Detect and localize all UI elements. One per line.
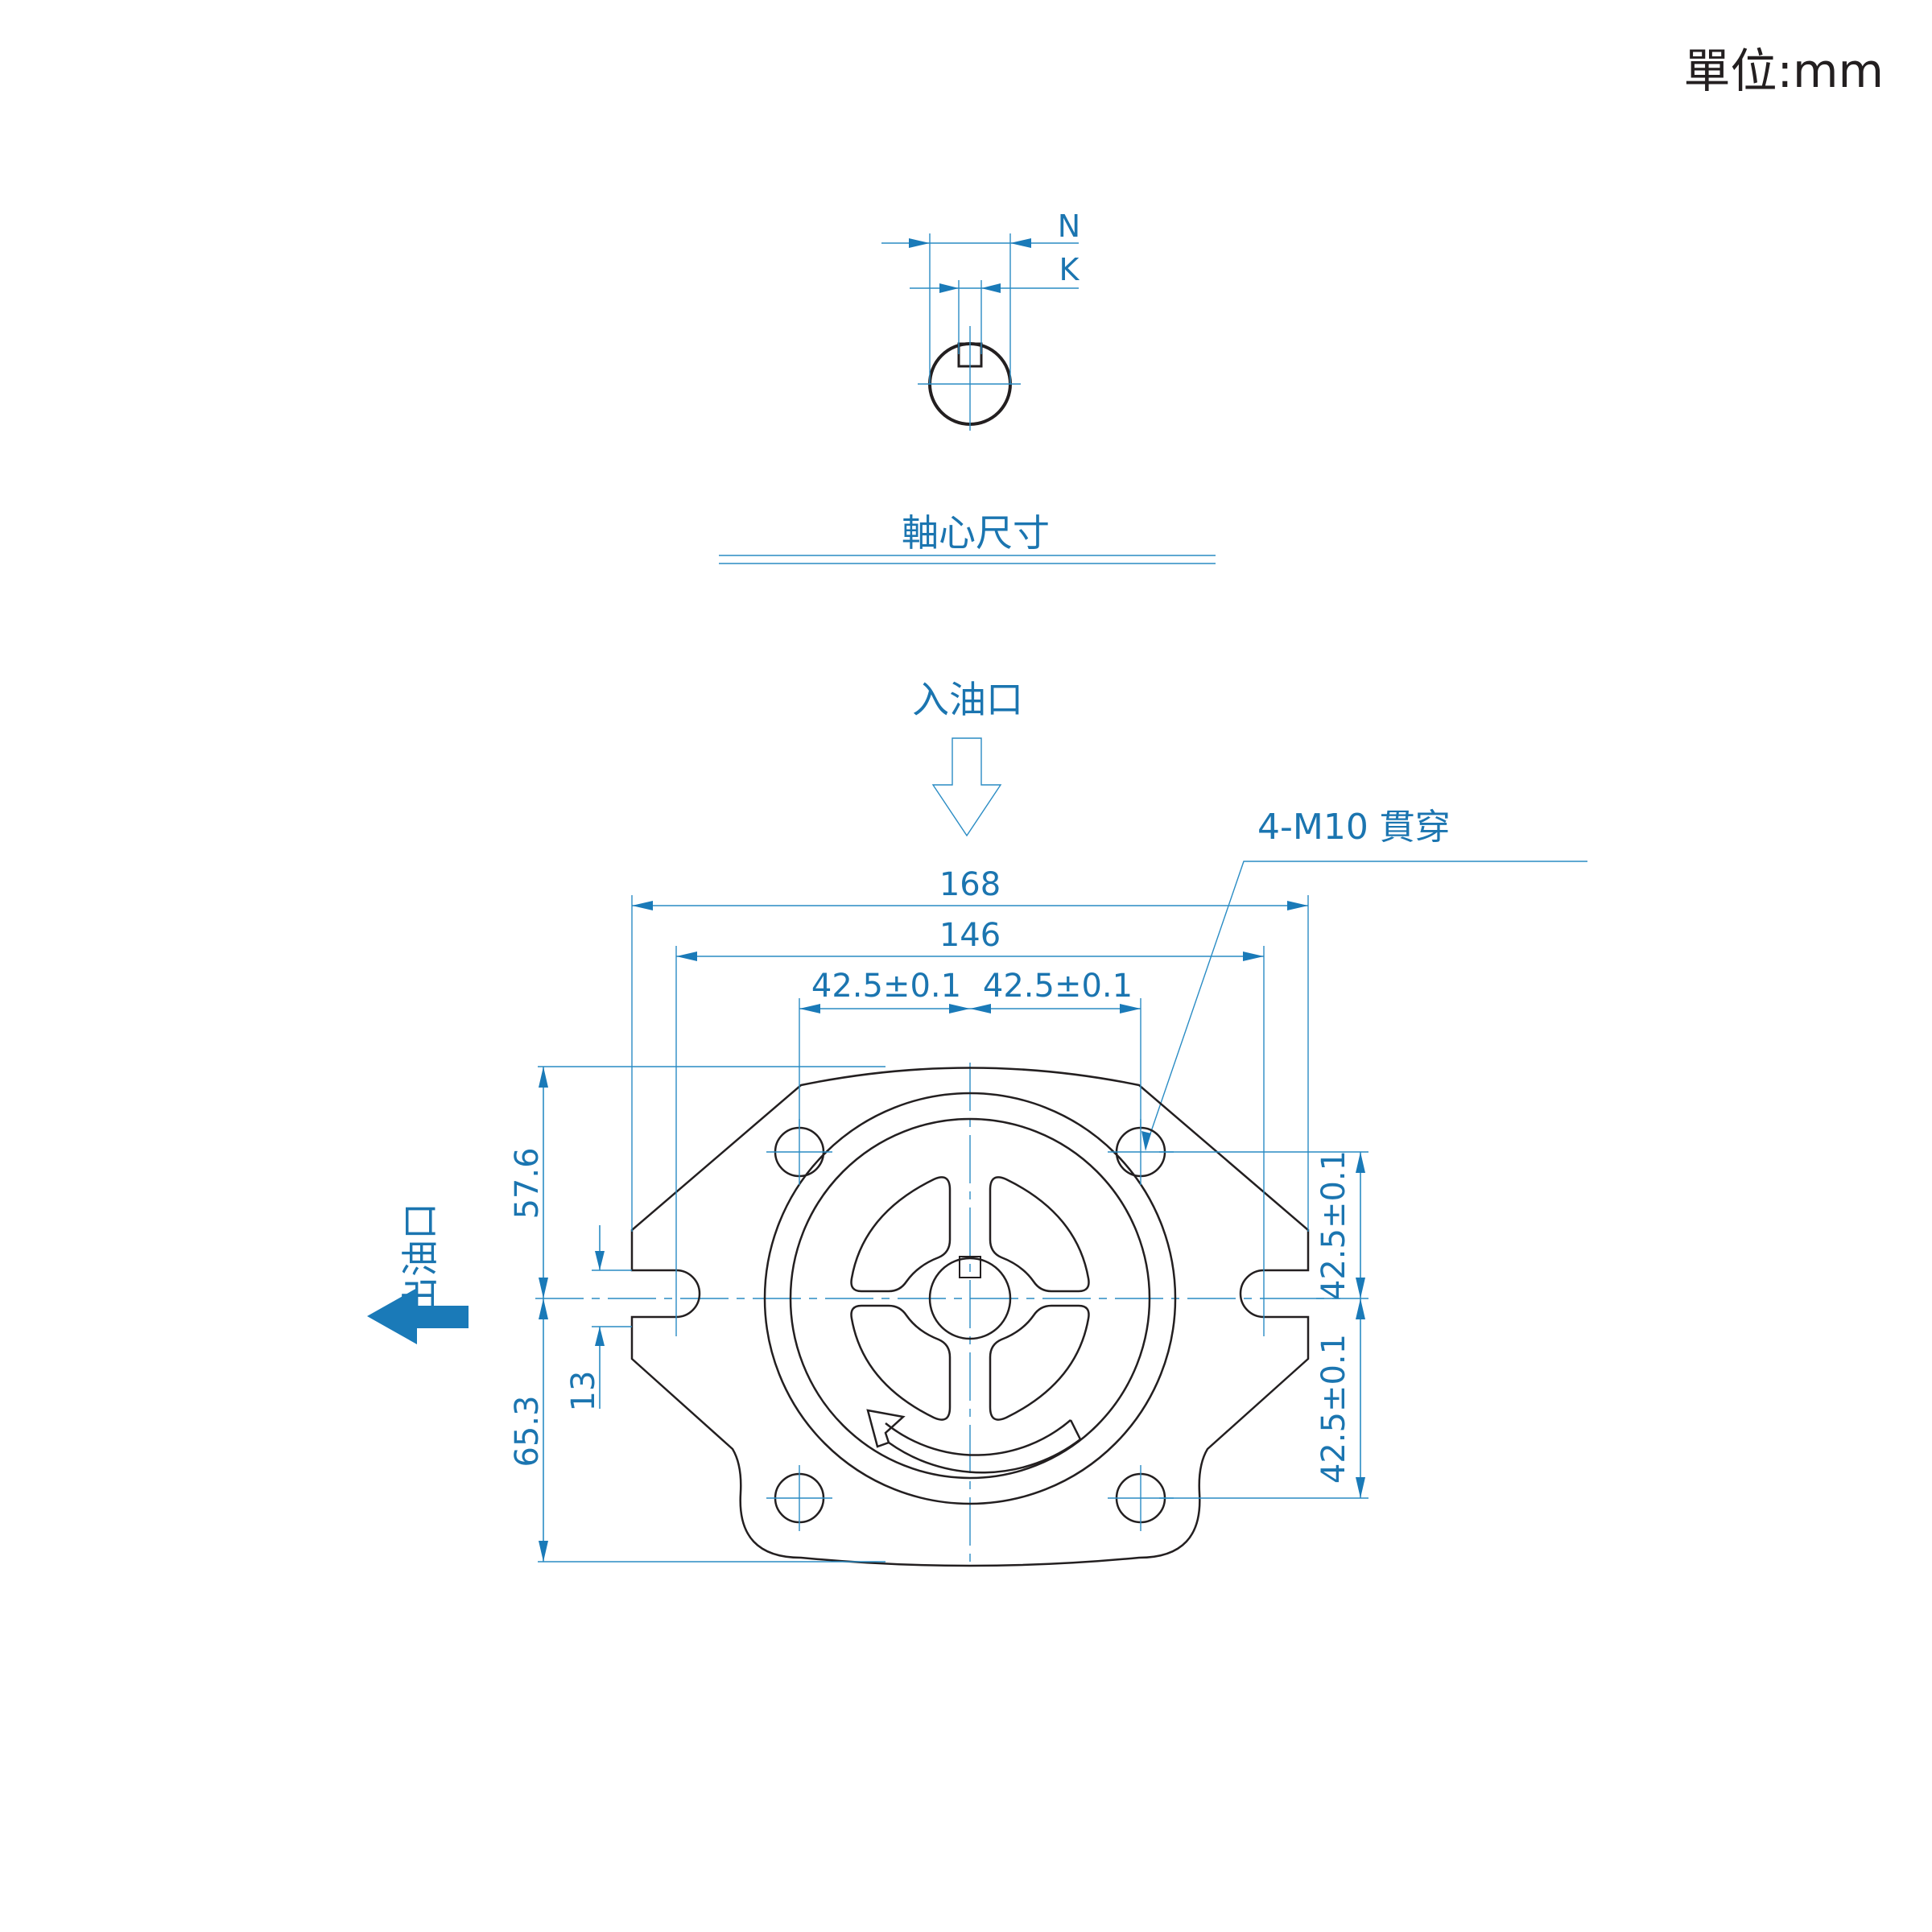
shaft-label-k: K — [1059, 252, 1080, 287]
pump-flange — [630, 1067, 1310, 1567]
kidney-pockets — [850, 1176, 1090, 1421]
dim-bolt-left: 42.5±0.1 — [811, 968, 961, 1005]
outlet-indicator: 出油口 — [367, 1203, 469, 1344]
dim-overall-width: 168 — [939, 866, 1001, 903]
body-inner-ring — [789, 1117, 1151, 1480]
holes-note-text: 4-M10 貫穿 — [1257, 807, 1451, 848]
inlet-label: 入油口 — [912, 678, 1023, 721]
dim-slot-width: 146 — [939, 917, 1001, 954]
dim-bolt-upper: 42.5±0.1 — [1315, 1150, 1352, 1300]
holes-note: 4-M10 貫穿 — [1141, 807, 1587, 1151]
unit-label: 單位:mm — [1683, 43, 1884, 98]
shaft-title: 軸心尺寸 — [902, 511, 1050, 555]
dim-bolt-right: 42.5±0.1 — [983, 968, 1133, 1005]
dim-height-upper: 57.6 — [509, 1147, 546, 1219]
dim-height-lower: 65.3 — [509, 1395, 546, 1467]
shaft-bore — [928, 1257, 1012, 1340]
dimensions: 168 146 42.5±0.1 42.5±0.1 57.6 65.3 — [509, 866, 1368, 1563]
dim-slot-height: 13 — [565, 1371, 602, 1412]
inlet-arrow-icon — [931, 737, 1002, 837]
shaft-bore-key — [959, 1256, 981, 1278]
outlet-arrow-icon — [367, 1288, 469, 1344]
rotation-arrow-icon — [866, 1409, 1082, 1474]
center-lines — [535, 1063, 1340, 1570]
shaft-label-n: N — [1058, 208, 1080, 244]
body-outer-ring — [763, 1092, 1177, 1505]
dim-bolt-lower: 42.5±0.1 — [1315, 1334, 1352, 1484]
shaft-detail: N K 軸心尺寸 — [719, 208, 1216, 564]
inlet-indicator: 入油口 — [912, 678, 1023, 837]
